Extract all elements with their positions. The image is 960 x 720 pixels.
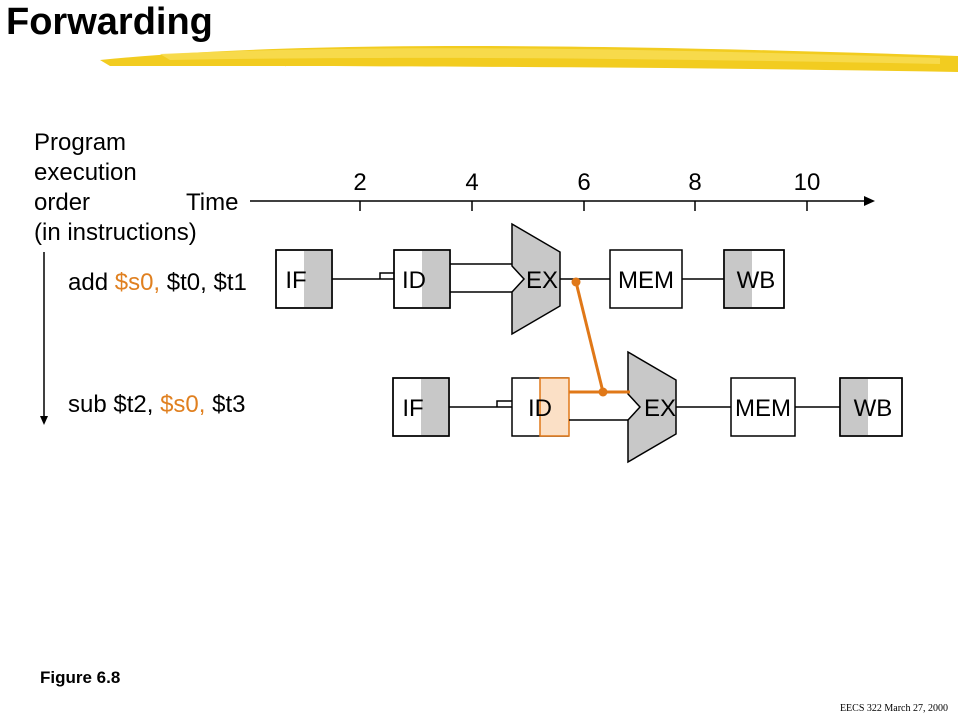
operand: $t0, xyxy=(167,269,207,296)
stage-if-label: IF xyxy=(402,395,423,422)
order-arrow-head xyxy=(40,416,48,425)
order-label-line-2: execution xyxy=(34,159,137,186)
operand: $t1 xyxy=(213,269,246,296)
tick-label: 10 xyxy=(794,169,821,196)
stage-wb-label: WB xyxy=(854,395,893,422)
time-label: Time xyxy=(186,189,238,216)
figure-label: Figure 6.8 xyxy=(40,668,120,687)
forward-source-dot xyxy=(571,277,581,287)
stage-mem-box xyxy=(730,377,796,437)
slide-title: Forwarding xyxy=(6,1,213,43)
stage-ex-alu xyxy=(511,222,561,336)
stage-ex-alu xyxy=(627,350,677,464)
forwarding-path xyxy=(569,277,630,397)
instruction-add: add $s0, $t0, $t1 xyxy=(68,269,247,296)
order-label-line-4: (in instructions) xyxy=(34,219,197,246)
program-order-label: Program execution order (in instructions… xyxy=(34,129,197,246)
stage-mem-box xyxy=(609,249,683,309)
title-swoosh xyxy=(100,46,958,72)
stage-id-label: ID xyxy=(528,395,552,422)
pipeline-row-add: IF ID EX MEM WB xyxy=(275,222,785,336)
id-read-highlight xyxy=(539,377,570,437)
stage-shade xyxy=(725,251,752,307)
opcode: sub xyxy=(68,391,107,418)
operand: $t3 xyxy=(212,391,245,418)
footer-text: EECS 322 March 27, 2000 xyxy=(840,703,948,714)
forward-dest-dot xyxy=(598,387,608,397)
stage-shade xyxy=(422,251,449,307)
instruction-sub: sub $t2, $s0, $t3 xyxy=(68,391,246,418)
stage-mem-label: MEM xyxy=(618,267,674,294)
operand-dest-highlight: $s0, xyxy=(115,269,160,296)
stage-wb-label: WB xyxy=(737,267,776,294)
tick-label: 4 xyxy=(465,169,478,196)
time-axis-arrowhead xyxy=(864,196,875,206)
operand-source-highlight: $s0, xyxy=(160,391,205,418)
tick-label: 6 xyxy=(577,169,590,196)
stage-ex-label: EX xyxy=(526,267,558,294)
stage-id-label: ID xyxy=(402,267,426,294)
stage-shade xyxy=(421,379,448,435)
order-label-line-1: Program xyxy=(34,129,126,156)
connector xyxy=(379,272,394,279)
stage-ex-label: EX xyxy=(644,395,676,422)
stage-shade xyxy=(304,251,331,307)
operand: $t2, xyxy=(113,391,153,418)
stage-mem-label: MEM xyxy=(735,395,791,422)
order-label-line-3: order xyxy=(34,189,90,216)
tick-label: 2 xyxy=(353,169,366,196)
forward-line xyxy=(574,281,605,393)
stage-shade xyxy=(841,379,868,435)
tick-label: 8 xyxy=(688,169,701,196)
pipeline-row-sub: IF ID EX MEM WB xyxy=(392,350,903,464)
time-ticks: 2 4 6 8 10 xyxy=(353,169,820,211)
stage-if-label: IF xyxy=(285,267,306,294)
opcode: add xyxy=(68,269,108,296)
connector xyxy=(496,400,512,407)
